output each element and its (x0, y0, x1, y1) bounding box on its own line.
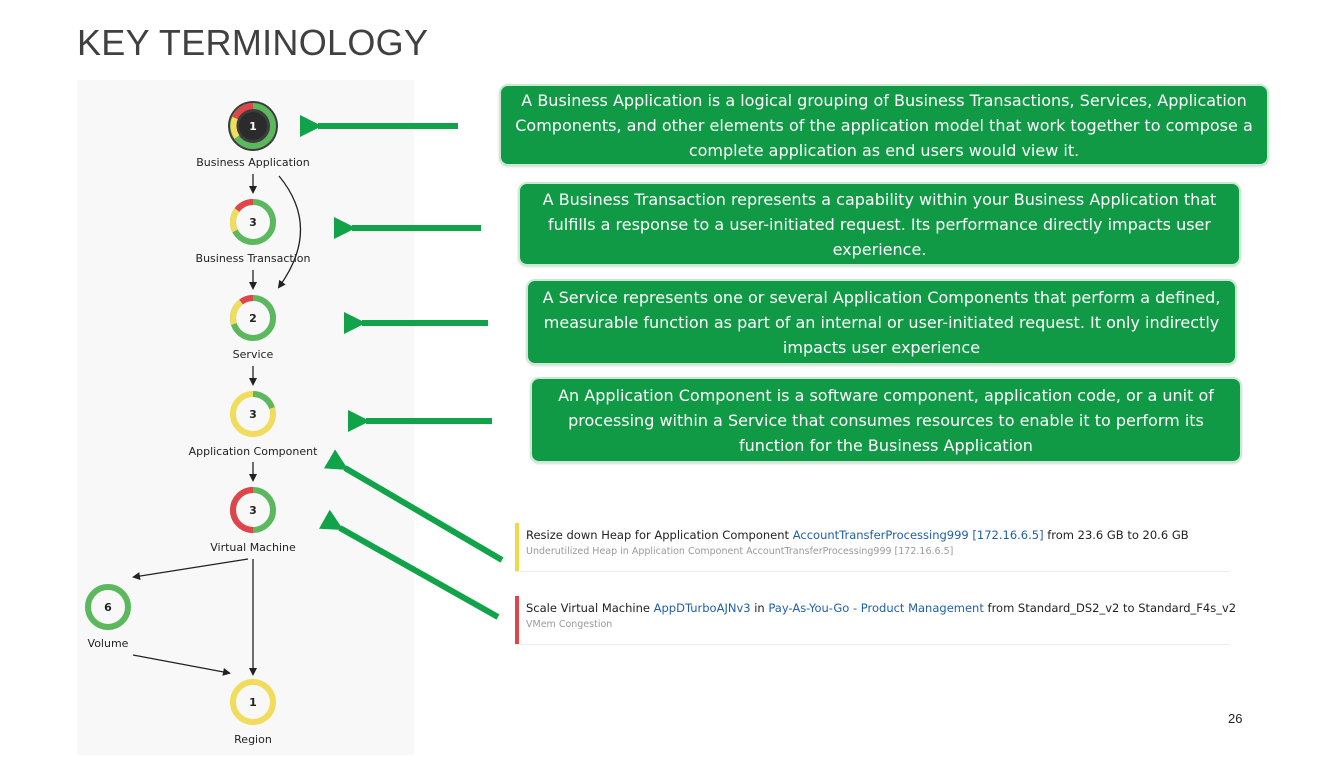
volume-health-ring-icon[interactable]: 6 (84, 583, 132, 631)
action-resize-heap[interactable]: Resize down Heap for Application Compone… (515, 523, 1230, 572)
severity-minor-bar (515, 523, 519, 571)
business-transaction-health-ring-icon[interactable]: 3 (229, 198, 277, 246)
action-scale-vm-description: Scale Virtual Machine AppDTurboAJNv3 in … (526, 601, 1237, 615)
pointer-arrow-resize-action (323, 449, 504, 563)
account-link[interactable]: Pay-As-You-Go - Product Management (768, 601, 984, 615)
virtual-machine-label: Virtual Machine (210, 541, 296, 554)
region-health-ring-icon[interactable]: 1 (229, 678, 277, 726)
page-number: 26 (1228, 711, 1243, 726)
severity-critical-bar (515, 596, 519, 644)
service-label: Service (232, 348, 274, 361)
definition-service: A Service represents one or several Appl… (526, 279, 1237, 365)
virtual-machine-link[interactable]: AppDTurboAJNv3 (653, 601, 751, 615)
edge-vm-to-volume (132, 558, 249, 581)
svg-text:3: 3 (249, 408, 257, 421)
region-label: Region (234, 733, 272, 746)
edge-app-to-service (277, 175, 302, 289)
application-component-health-ring-icon[interactable]: 3 (229, 390, 277, 438)
svg-text:3: 3 (249, 216, 257, 229)
definition-business-transaction: A Business Transaction represents a capa… (518, 182, 1241, 266)
service-health-ring-icon[interactable]: 2 (229, 294, 277, 342)
pointer-arrow-scale-action (318, 509, 500, 620)
svg-text:3: 3 (249, 504, 257, 517)
action-scale-vm[interactable]: Scale Virtual Machine AppDTurboAJNv3 in … (515, 596, 1236, 645)
edge-volume-to-region (132, 654, 231, 676)
svg-text:1: 1 (249, 696, 257, 709)
action-scale-vm-reason: VMem Congestion (526, 619, 613, 630)
svg-text:1: 1 (249, 120, 257, 133)
definition-application-component: An Application Component is a software c… (530, 377, 1242, 463)
business-application-health-ring-icon[interactable]: 1 (226, 99, 280, 153)
business-application-label: Business Application (196, 156, 310, 169)
action-resize-heap-description: Resize down Heap for Application Compone… (526, 528, 1189, 542)
application-component-link[interactable]: AccountTransferProcessing999 [172.16.6.5… (792, 528, 1044, 542)
page-title: KEY TERMINOLOGY (77, 22, 429, 63)
business-transaction-label: Business Transaction (195, 252, 311, 265)
volume-label: Volume (87, 637, 129, 650)
svg-text:2: 2 (249, 312, 257, 325)
definition-business-application: A Business Application is a logical grou… (499, 84, 1269, 166)
application-component-label: Application Component (188, 445, 318, 458)
svg-text:6: 6 (104, 601, 112, 614)
action-resize-heap-reason: Underutilized Heap in Application Compon… (526, 546, 954, 557)
virtual-machine-health-ring-icon[interactable]: 3 (229, 486, 277, 534)
